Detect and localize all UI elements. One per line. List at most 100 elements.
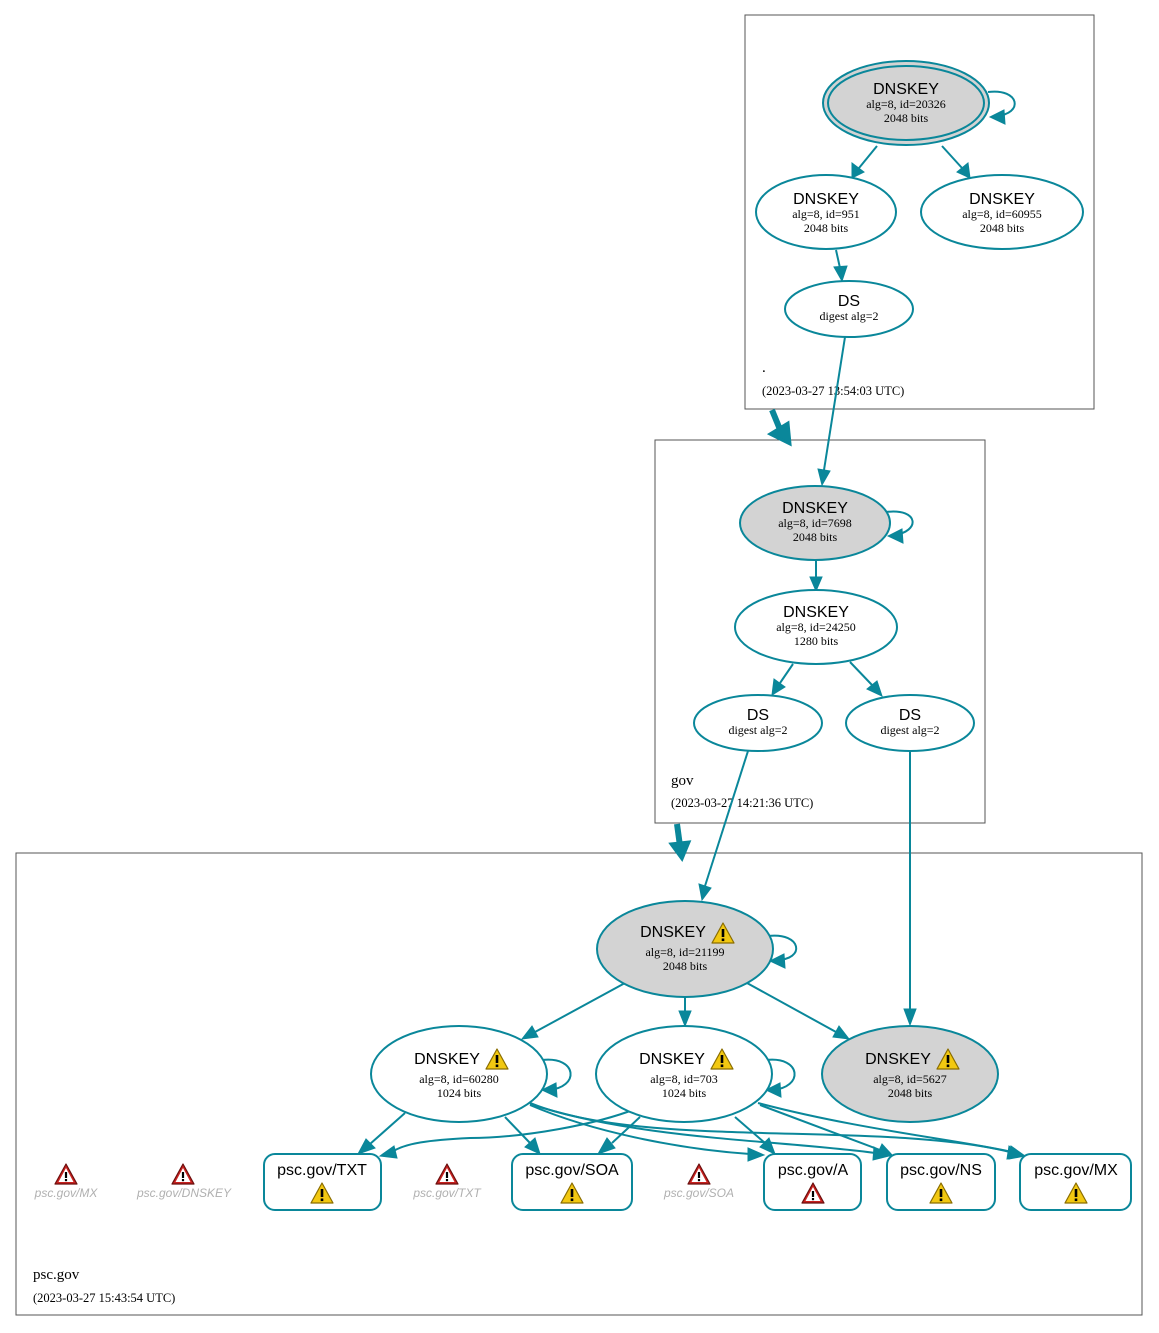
edge-root-ds-to-gov-ksk bbox=[817, 336, 846, 487]
rrset-a-label: psc.gov/A bbox=[778, 1162, 849, 1179]
node-gov-ksk[interactable]: DNSKEY alg=8, id=7698 2048 bits bbox=[739, 485, 891, 561]
rrset-mx[interactable]: psc.gov/MX bbox=[1019, 1153, 1132, 1211]
node-psc-ksk-5627-label: DNSKEY bbox=[865, 1051, 931, 1068]
edge-root-ksk-to-zsk2 bbox=[941, 145, 971, 179]
edge-zsk1-to-soa bbox=[504, 1116, 541, 1155]
node-psc-zsk-60280[interactable]: DNSKEY alg=8, id=60280 1024 bits bbox=[370, 1025, 548, 1123]
error-triangle-icon bbox=[435, 1163, 459, 1185]
node-gov-ksk-label: DNSKEY bbox=[782, 500, 848, 517]
node-psc-zsk-703-detail: alg=8, id=703 bbox=[650, 1072, 718, 1086]
rrset-ns-label: psc.gov/NS bbox=[900, 1162, 982, 1179]
edge-gov-ksk-self bbox=[885, 510, 914, 544]
edge-zsk2-to-ns bbox=[759, 1104, 895, 1157]
node-gov-ds-1[interactable]: DS digest alg=2 bbox=[693, 694, 823, 752]
edge-zsk2-to-soa bbox=[596, 1116, 641, 1155]
missing-dnskey-label: psc.gov/DNSKEY bbox=[136, 1186, 232, 1200]
node-psc-zsk-703[interactable]: DNSKEY alg=8, id=703 1024 bits bbox=[595, 1025, 773, 1123]
rrset-ns[interactable]: psc.gov/NS bbox=[886, 1153, 996, 1211]
missing-mx[interactable]: psc.gov/MX bbox=[34, 1163, 99, 1200]
node-root-ds[interactable]: DS digest alg=2 bbox=[784, 280, 914, 338]
node-psc-zsk-703-bits: 1024 bits bbox=[662, 1086, 707, 1100]
rrset-txt[interactable]: psc.gov/TXT bbox=[263, 1153, 382, 1211]
node-psc-zsk-60280-detail: alg=8, id=60280 bbox=[419, 1072, 499, 1086]
error-triangle-icon bbox=[54, 1163, 78, 1185]
zone-gov-name: gov bbox=[671, 773, 694, 789]
rrset-mx-label: psc.gov/MX bbox=[1034, 1162, 1118, 1179]
node-gov-ds-2-label: DS bbox=[899, 707, 921, 724]
node-root-ds-detail: digest alg=2 bbox=[819, 309, 878, 323]
node-root-zsk-951[interactable]: DNSKEY alg=8, id=951 2048 bits bbox=[755, 174, 897, 250]
node-gov-zsk-label: DNSKEY bbox=[783, 604, 849, 621]
node-gov-zsk[interactable]: DNSKEY alg=8, id=24250 1280 bits bbox=[734, 589, 898, 665]
edge-root-ksk-self bbox=[987, 90, 1016, 125]
edge-zsk1-to-a bbox=[529, 1104, 766, 1162]
missing-soa[interactable]: psc.gov/SOA bbox=[663, 1163, 734, 1200]
node-root-ksk-label: DNSKEY bbox=[873, 81, 939, 98]
zone-psc-name: psc.gov bbox=[33, 1267, 80, 1283]
edge-root-ksk-to-zsk1 bbox=[851, 145, 878, 179]
node-psc-ksk-21199[interactable]: DNSKEY alg=8, id=21199 2048 bits bbox=[596, 900, 774, 998]
node-root-zsk-951-detail: alg=8, id=951 bbox=[792, 207, 860, 221]
edge-psc-ksk-self bbox=[767, 934, 797, 969]
zone-root-name: . bbox=[762, 360, 766, 376]
node-gov-zsk-bits: 1280 bits bbox=[794, 634, 839, 648]
node-gov-ksk-detail: alg=8, id=7698 bbox=[778, 516, 852, 530]
missing-txt-label: psc.gov/TXT bbox=[412, 1186, 482, 1200]
delegation-root-to-gov bbox=[766, 408, 792, 447]
zone-gov-box bbox=[654, 439, 986, 824]
node-psc-zsk-60280-bits: 1024 bits bbox=[437, 1086, 482, 1100]
node-root-zsk-60955-detail: alg=8, id=60955 bbox=[962, 207, 1042, 221]
node-root-ksk-bits: 2048 bits bbox=[884, 111, 929, 125]
edge-zsk2-to-mx bbox=[757, 1102, 1027, 1160]
zone-psc-box bbox=[15, 852, 1143, 1316]
edge-psc-zsk1-self bbox=[540, 1058, 572, 1098]
node-root-zsk-60955-bits: 2048 bits bbox=[980, 221, 1025, 235]
zone-gov-timestamp: (2023-03-27 14:21:36 UTC) bbox=[671, 796, 813, 810]
delegation-gov-to-psc bbox=[668, 823, 692, 863]
zone-root-timestamp: (2023-03-27 13:54:03 UTC) bbox=[762, 384, 904, 398]
node-psc-ksk-21199-bits: 2048 bits bbox=[663, 959, 708, 973]
rrset-txt-label: psc.gov/TXT bbox=[277, 1162, 367, 1179]
missing-mx-label: psc.gov/MX bbox=[34, 1186, 99, 1200]
node-root-ksk-detail: alg=8, id=20326 bbox=[866, 97, 946, 111]
node-psc-ksk-21199-label: DNSKEY bbox=[640, 924, 706, 941]
missing-txt[interactable]: psc.gov/TXT bbox=[412, 1163, 482, 1200]
node-gov-ksk-bits: 2048 bits bbox=[793, 530, 838, 544]
rrset-soa[interactable]: psc.gov/SOA bbox=[511, 1153, 633, 1211]
node-root-zsk-60955[interactable]: DNSKEY alg=8, id=60955 2048 bits bbox=[920, 174, 1084, 250]
edge-zsk2-to-txt bbox=[378, 1104, 646, 1159]
zone-psc-timestamp: (2023-03-27 15:43:54 UTC) bbox=[33, 1291, 175, 1305]
node-psc-ksk-5627-detail: alg=8, id=5627 bbox=[873, 1072, 947, 1086]
error-triangle-icon bbox=[171, 1163, 195, 1185]
edge-psc-ksk-to-zsk2 bbox=[678, 997, 692, 1028]
edge-zsk2-to-a bbox=[734, 1116, 776, 1155]
node-gov-ds-1-detail: digest alg=2 bbox=[728, 723, 787, 737]
node-gov-ds-2[interactable]: DS digest alg=2 bbox=[845, 694, 975, 752]
edge-psc-zsk2-self bbox=[764, 1058, 796, 1098]
node-psc-ksk-5627[interactable]: DNSKEY alg=8, id=5627 2048 bits bbox=[821, 1025, 999, 1123]
node-gov-ds-1-label: DS bbox=[747, 707, 769, 724]
missing-dnskey[interactable]: psc.gov/DNSKEY bbox=[136, 1163, 232, 1200]
error-triangle-icon bbox=[687, 1163, 711, 1185]
edge-gov-ds1-to-psc-ksk bbox=[698, 750, 749, 902]
node-psc-zsk-703-label: DNSKEY bbox=[639, 1051, 705, 1068]
node-root-ksk[interactable]: DNSKEY alg=8, id=20326 2048 bits bbox=[822, 60, 990, 146]
node-psc-ksk-21199-detail: alg=8, id=21199 bbox=[645, 945, 724, 959]
node-root-zsk-951-label: DNSKEY bbox=[793, 191, 859, 208]
zone-root-box bbox=[744, 14, 1095, 410]
edge-gov-zsk-to-ds1 bbox=[771, 663, 794, 696]
node-gov-zsk-detail: alg=8, id=24250 bbox=[776, 620, 856, 634]
node-root-ds-label: DS bbox=[838, 293, 860, 310]
missing-soa-label: psc.gov/SOA bbox=[663, 1186, 734, 1200]
rrset-soa-label: psc.gov/SOA bbox=[525, 1162, 619, 1179]
rrset-a[interactable]: psc.gov/A bbox=[763, 1153, 862, 1211]
edge-gov-zsk-to-ds2 bbox=[849, 661, 883, 697]
edge-gov-ds2-to-psc-ksk2 bbox=[903, 751, 917, 1027]
node-root-zsk-60955-label: DNSKEY bbox=[969, 191, 1035, 208]
edge-psc-ksk-to-zsk1 bbox=[520, 982, 626, 1040]
edge-psc-ksk-to-ksk2 bbox=[746, 982, 851, 1040]
edge-root-zsk1-to-ds bbox=[833, 249, 848, 283]
edge-zsk1-to-txt bbox=[356, 1112, 406, 1155]
node-gov-ds-2-detail: digest alg=2 bbox=[880, 723, 939, 737]
